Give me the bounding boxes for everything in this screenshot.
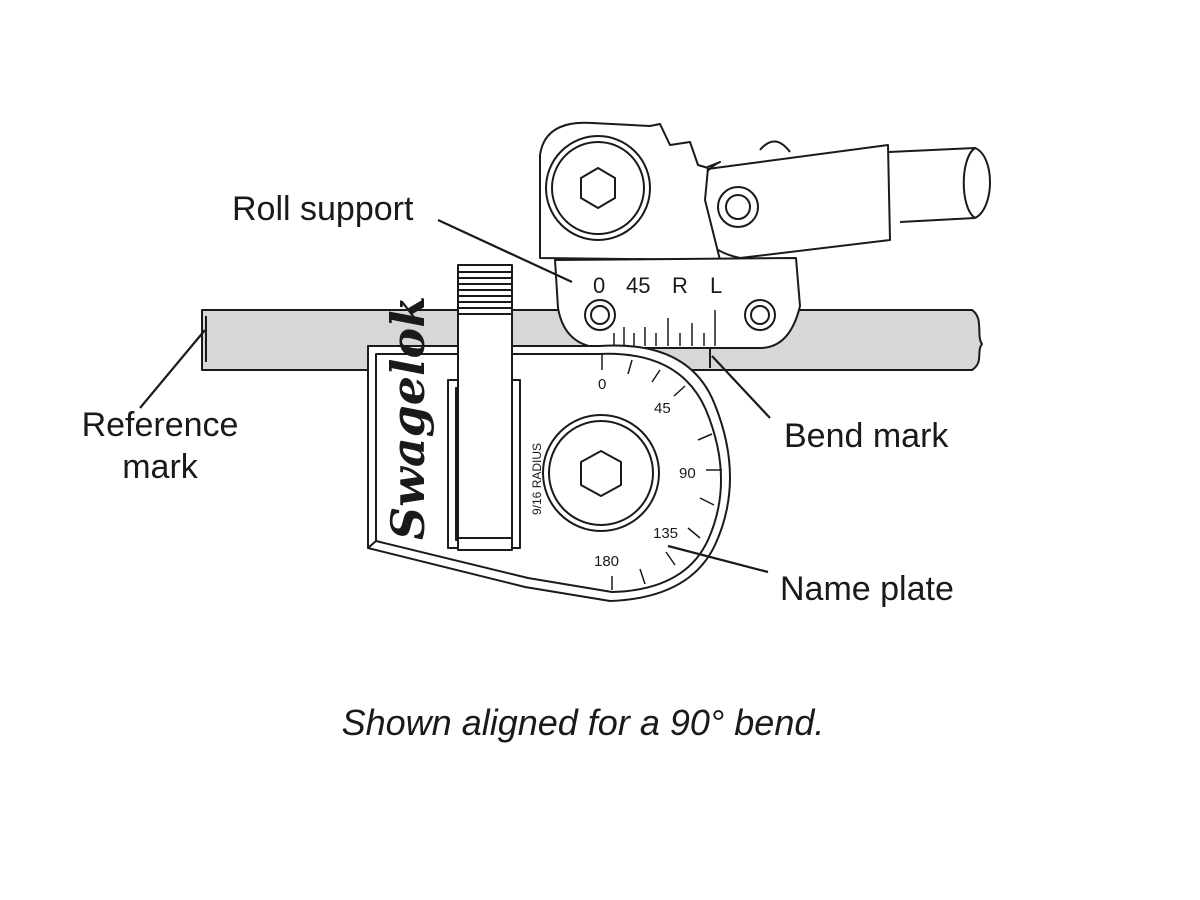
roll-scale-45: 45 <box>626 273 650 298</box>
degree-label-45: 45 <box>654 400 671 417</box>
degree-label-0: 0 <box>598 376 606 393</box>
degree-label-180: 180 <box>594 553 619 570</box>
figure-caption: Shown aligned for a 90° bend. <box>341 702 825 743</box>
radius-label: 9/16 RADIUS <box>530 443 544 515</box>
hex-bolt-die <box>542 414 660 532</box>
leader-lines <box>139 219 771 574</box>
leader-bend-mark <box>711 355 771 419</box>
callout-name-plate: Name plate <box>780 570 954 608</box>
swagelok-logo: Swagelok <box>381 296 435 540</box>
roll-scale-r: R <box>672 273 688 298</box>
tube-clamp <box>447 264 521 551</box>
callout-reference-line1: Reference <box>82 406 239 444</box>
roll-scale-l: L <box>710 273 722 298</box>
roll-scale-0: 0 <box>593 273 605 298</box>
callout-reference-line2: mark <box>122 448 199 486</box>
callout-roll-support: Roll support <box>232 190 414 228</box>
degree-label-90: 90 <box>679 465 696 482</box>
hex-bolt-roll <box>545 135 651 241</box>
leader-roll-support <box>437 219 573 283</box>
degree-label-135: 135 <box>653 525 678 542</box>
bender-handle <box>692 140 991 259</box>
roll-support <box>539 121 801 349</box>
callout-bend-mark: Bend mark <box>784 417 949 455</box>
leader-reference-mark <box>139 329 206 409</box>
leader-name-plate <box>667 544 769 574</box>
